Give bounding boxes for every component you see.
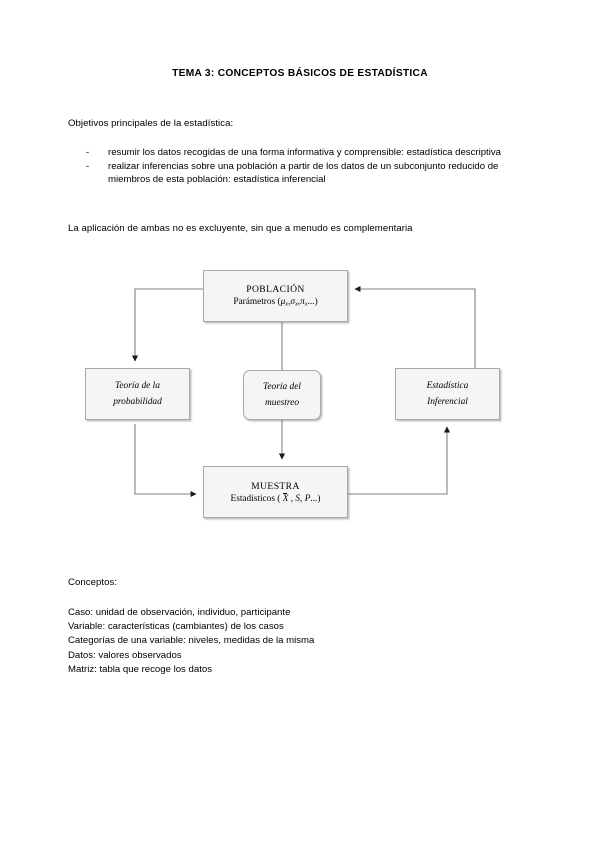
mu-subscript: x — [285, 300, 289, 308]
connector-inferencial-to-poblacion — [354, 285, 476, 368]
s-symbol: S — [295, 493, 301, 504]
list-item-label: realizar inferencias sobre una población… — [108, 160, 499, 186]
node-label-line2: probabilidad — [113, 397, 162, 407]
objectives-intro-text: Objetivos principales de la estadística: — [68, 118, 234, 129]
mu-symbol: μ — [280, 297, 286, 308]
diagram-node-muestra[interactable]: MUESTRA Estadísticos ( X , S, P...) — [203, 466, 348, 518]
x-bar-symbol: X — [282, 492, 289, 504]
node-label-line2: muestreo — [264, 398, 300, 408]
connector-probabilidad-to-muestra — [134, 424, 197, 498]
list-item: Datos: valores observados — [68, 649, 182, 661]
list-item-label: resumir los datos recogidas de una forma… — [108, 147, 501, 158]
objectives-list: - resumir los datos recogidas de una for… — [86, 146, 516, 187]
diagram-node-teoria-muestreo[interactable]: Teoría del muestreo — [243, 370, 321, 420]
sigma-symbol: σ — [290, 297, 295, 308]
estadisticos-suffix: ...) — [310, 493, 321, 504]
conceptos-heading: Conceptos: — [68, 577, 118, 588]
node-subtitle: Estadísticos ( X , S, P...) — [230, 492, 321, 504]
diagram-node-poblacion[interactable]: POBLACIÓN Parámetros (μx,σx,πx...) — [203, 270, 348, 322]
node-subtitle: Parámetros (μx,σx,πx...) — [233, 297, 318, 308]
node-title: MUESTRA — [251, 480, 300, 492]
bullet-dash-icon: - — [86, 147, 90, 158]
list-item: - resumir los datos recogidas de una for… — [86, 146, 516, 160]
list-item: Matriz: tabla que recoge los datos — [68, 663, 212, 675]
list-item: Caso: unidad de observación, individuo, … — [68, 607, 291, 618]
connector-poblacion-to-probabilidad — [131, 288, 203, 362]
node-label-line2: Inferencial — [427, 397, 468, 407]
conceptos-list: Caso: unidad de observación, individuo, … — [68, 606, 314, 677]
node-title: POBLACIÓN — [246, 284, 305, 296]
pi-subscript: x — [304, 300, 308, 308]
list-item: - realizar inferencias sobre una poblaci… — [86, 160, 516, 187]
p-symbol: P — [304, 493, 311, 504]
sigma-subscript: x — [294, 300, 298, 308]
complementary-note-text: La aplicación de ambas no es excluyente,… — [68, 223, 413, 234]
node-label-line1: Teoría de la — [115, 381, 160, 391]
diagram-node-teoria-probabilidad[interactable]: Teoría de la probabilidad — [85, 368, 190, 420]
diagram-node-estadistica-inferencial[interactable]: Estadística Inferencial — [395, 368, 500, 420]
pi-symbol: π — [300, 297, 305, 308]
list-item: Categorías de una variable: niveles, med… — [68, 635, 315, 647]
connector-muestra-to-inferencial — [348, 426, 451, 495]
estadisticos-label: Estadísticos ( — [230, 493, 283, 504]
diagram-connectors — [131, 285, 476, 498]
page-title: TEMA 3: CONCEPTOS BÁSICOS DE ESTADÍSTICA — [172, 68, 428, 79]
list-item: Variable: características (cambiantes) d… — [68, 621, 284, 633]
node-label-line1: Teoría del — [263, 382, 301, 392]
node-label-line1: Estadística — [426, 381, 469, 391]
bullet-dash-icon: - — [86, 160, 90, 172]
parametros-label: Parámetros ( — [233, 297, 281, 308]
parametros-suffix: ...) — [307, 297, 318, 308]
statistics-cycle-diagram: POBLACIÓN Parámetros (μx,σx,πx...) Teorí… — [85, 258, 515, 543]
